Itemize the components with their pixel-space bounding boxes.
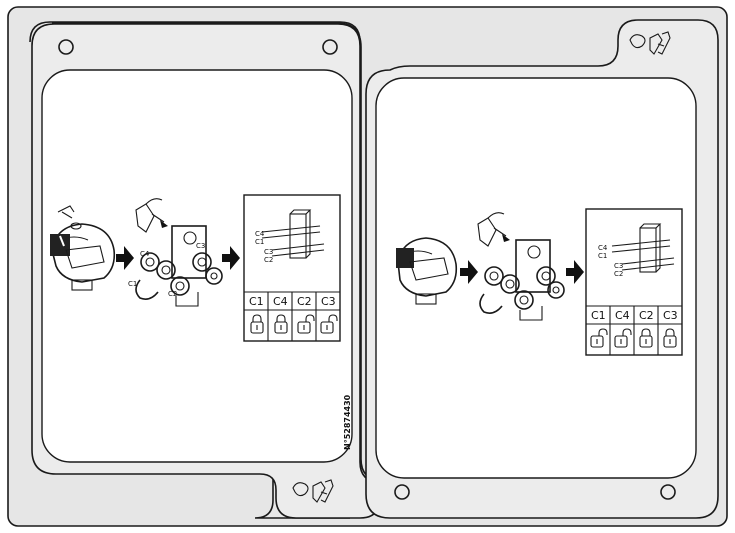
left-header-c2: C2 [297,295,312,308]
valve-label-c1: C1 [128,280,137,288]
right-header-c4: C4 [615,309,630,322]
cross-label-c2: C2 [264,256,273,264]
right-config-box: C4 C1 C3 C2 C1 C4 C2 C3 [586,209,682,355]
cross-label-c1: C1 [255,238,264,246]
right-header-c1: C1 [591,309,606,322]
valve-label-c4: C4 [140,250,150,258]
left-panel: N°52874430 [30,22,382,518]
right-header-c3: C3 [663,309,678,322]
left-header-c3: C3 [321,295,336,308]
right-panel: C4 C1 C3 C2 C1 C4 C2 C3 [366,20,718,518]
cross-label-c1: C1 [598,252,607,260]
serial-number: N°52874430 [343,394,352,450]
valve-label-c2: C2 [168,290,177,298]
cross-label-c2: C2 [614,270,623,278]
valve-label-c3: C3 [196,242,205,250]
cross-label-c4: C4 [255,230,265,238]
cross-label-c3: C3 [264,248,273,256]
left-header-c1: C1 [249,295,264,308]
left-header-c4: C4 [273,295,288,308]
left-config-box: C4 C1 C3 C2 C1 C4 C2 C3 [244,195,340,341]
right-header-c2: C2 [639,309,654,322]
cross-label-c4: C4 [598,244,608,252]
cross-label-c3: C3 [614,262,623,270]
